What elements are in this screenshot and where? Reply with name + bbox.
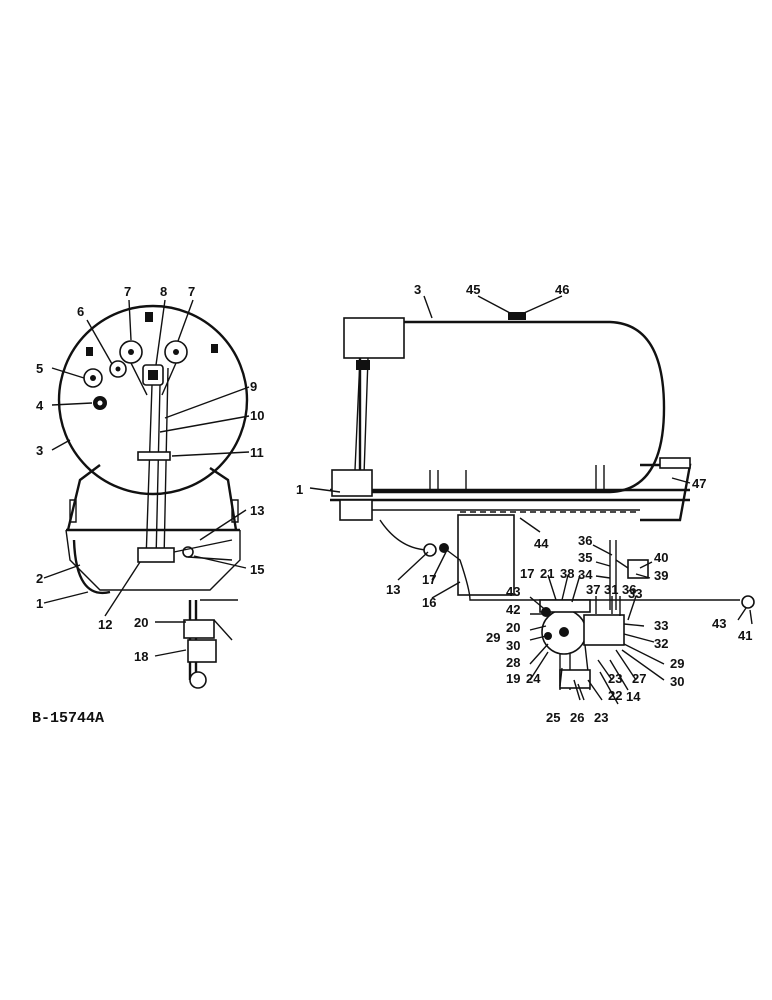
left-callout: 7 (124, 284, 131, 299)
right-callout: 43 (712, 616, 726, 631)
left-callout: 3 (36, 443, 43, 458)
left-view-leaders (43, 299, 250, 657)
right-callout: 34 (578, 567, 593, 582)
right-callout: 25 (546, 710, 560, 725)
figure-id-label: B-15744A (32, 710, 104, 727)
right-callout: 1 (296, 482, 303, 497)
left-callout: 15 (250, 562, 264, 577)
left-callout: 2 (36, 571, 43, 586)
right-callout: 30 (670, 674, 684, 689)
right-callout: 17 (422, 572, 436, 587)
tank-end-circle (57, 304, 249, 496)
right-callout: 14 (626, 689, 641, 704)
right-callout: 36 (622, 582, 636, 597)
right-callout: 44 (534, 536, 549, 551)
right-callout: 28 (506, 655, 520, 670)
right-callout: 26 (570, 710, 584, 725)
right-callout: 23 (594, 710, 608, 725)
left-callout: 1 (36, 596, 43, 611)
right-callout: 36 (578, 533, 592, 548)
left-callout: 9 (250, 379, 257, 394)
left-callout: 7 (188, 284, 195, 299)
right-callout: 42 (506, 602, 520, 617)
right-callout: 27 (632, 671, 646, 686)
right-callout: 38 (560, 566, 574, 581)
right-callout: 41 (738, 628, 752, 643)
right-callout: 43 (506, 584, 520, 599)
right-callout: 33 (654, 618, 668, 633)
right-callout: 22 (608, 688, 622, 703)
right-callout: 29 (670, 656, 684, 671)
left-callout: 6 (77, 304, 84, 319)
right-callout: 29 (486, 630, 500, 645)
right-callout: 35 (578, 550, 592, 565)
tank-side-body (358, 320, 666, 494)
right-callout: 32 (654, 636, 668, 651)
right-callout: 46 (555, 282, 569, 297)
right-callout: 47 (692, 476, 706, 491)
left-callout: 5 (36, 361, 43, 376)
left-view-drawing (57, 304, 249, 689)
right-view-callouts: 3 45 46 1 47 44 13 17 16 36 35 34 40 39 … (296, 282, 752, 725)
right-view-drawing (330, 312, 755, 691)
right-callout: 39 (654, 568, 668, 583)
right-callout: 20 (506, 620, 520, 635)
right-callout: 3 (414, 282, 421, 297)
right-callout: 23 (608, 671, 622, 686)
right-callout: 16 (422, 595, 436, 610)
left-callout: 8 (160, 284, 167, 299)
right-callout: 30 (506, 638, 520, 653)
left-callout: 18 (134, 649, 148, 664)
right-callout: 24 (526, 671, 541, 686)
right-callout: 40 (654, 550, 668, 565)
left-callout: 13 (250, 503, 264, 518)
left-callout: 10 (250, 408, 264, 423)
left-callout: 4 (36, 398, 44, 413)
left-callout: 12 (98, 617, 112, 632)
right-callout: 37 (586, 582, 600, 597)
right-view-leaders (309, 295, 753, 705)
right-callout: 45 (466, 282, 480, 297)
right-callout: 13 (386, 582, 400, 597)
left-view-callouts: 7 8 7 6 5 4 3 9 10 11 13 15 2 1 12 20 18 (36, 284, 264, 664)
left-callout: 11 (250, 445, 264, 460)
right-callout: 19 (506, 671, 520, 686)
right-callout: 31 (604, 582, 618, 597)
right-callout: 33 (628, 586, 642, 601)
right-callout: 17 (520, 566, 534, 581)
right-callout: 21 (540, 566, 554, 581)
left-callout: 20 (134, 615, 148, 630)
